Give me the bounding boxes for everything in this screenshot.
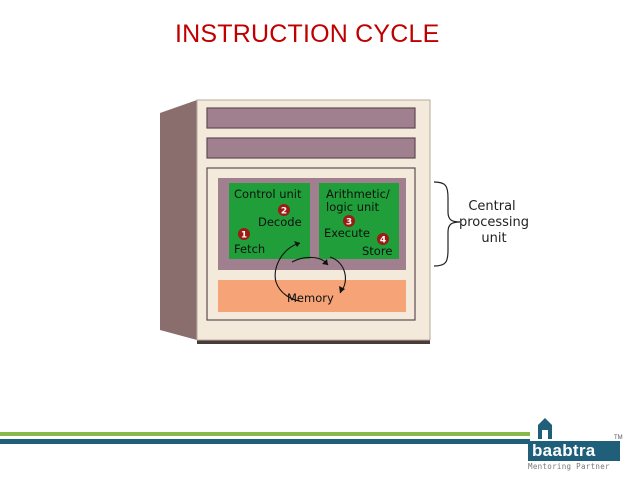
cpu-label-line1: Central (468, 199, 515, 214)
memory-label: Memory (287, 291, 334, 305)
memory-box (218, 280, 406, 312)
step-2-number: 2 (281, 207, 287, 217)
step-3-badge: 3 (343, 215, 355, 228)
logo-tagline: Mentoring Partner (528, 462, 610, 471)
cabinet-side (160, 100, 197, 340)
cabinet-bottom (197, 340, 430, 344)
control-unit-box (229, 183, 310, 259)
cpu-label-line3: unit (481, 231, 506, 246)
page-title: INSTRUCTION CYCLE (175, 20, 440, 48)
logo-wordmark: baabtra (528, 441, 620, 461)
drive-bay-1 (206, 107, 416, 129)
step-1-number: 1 (241, 231, 247, 241)
cpu-label-line2: processing (459, 215, 529, 230)
step-4-label: Store (362, 244, 392, 258)
step-1-label: Fetch (234, 242, 265, 256)
drive-bay-2 (206, 137, 416, 159)
footer-blue-line (0, 439, 530, 444)
step-3-label: Execute (324, 226, 370, 240)
step-4-number: 4 (380, 236, 386, 246)
footer-green-line (0, 432, 530, 436)
step-1-badge: 1 (238, 228, 250, 241)
control-unit-label: Control unit (234, 187, 302, 201)
step-2-badge: 2 (278, 204, 290, 217)
alu-label-line2: logic unit (326, 200, 379, 214)
alu-box (319, 183, 399, 259)
alu-label-line1: Arithmetic/ (326, 187, 390, 201)
step-4-badge: 4 (377, 233, 389, 246)
logo-mark-icon (538, 418, 552, 439)
step-2-label: Decode (258, 215, 302, 229)
arrowheads (294, 241, 345, 293)
baabtra-logo: baabtra TM Mentoring Partner (528, 417, 624, 473)
logo-trademark: TM (614, 435, 623, 441)
cpu-brace (433, 181, 461, 267)
step-3-number: 3 (346, 218, 352, 228)
